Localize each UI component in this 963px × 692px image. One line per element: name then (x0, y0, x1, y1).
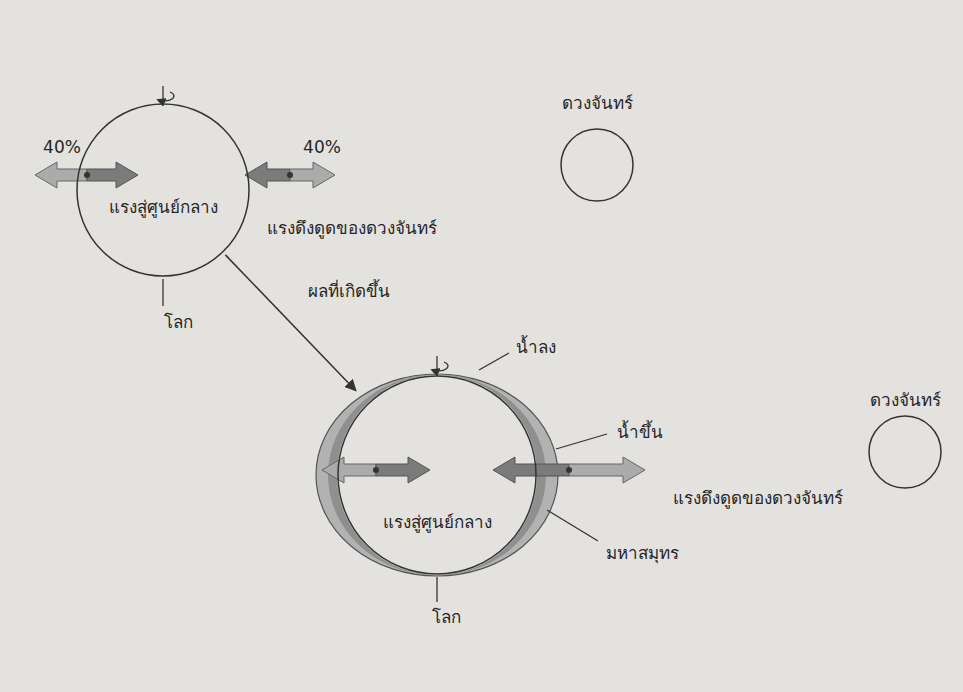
label-holder: น้ำลง (516, 336, 556, 359)
earth-circle: แรงสู่ศูนย์กลาง (337, 375, 537, 575)
label-holder: แรงดึงดูดของดวงจันทร์ (267, 217, 437, 240)
label-holder: มหาสมุทร (606, 542, 679, 565)
force-arrow-outward (569, 457, 645, 483)
label-holder: 40% (43, 136, 81, 159)
force-arrow-outward (35, 162, 87, 188)
moon-label: ดวงจันทร์ (561, 92, 634, 115)
force-label: แรงดึงดูดของดวงจันทร์ (673, 487, 843, 510)
label-holder: โลก (164, 311, 193, 334)
moon-label: ดวงจันทร์ (869, 389, 942, 412)
label-holder: 40% (303, 136, 341, 159)
label-holder: โลก (432, 606, 461, 629)
leader-line (436, 577, 437, 602)
moon-circle-outline (868, 415, 942, 489)
label-holder: น้ำขึ้น (617, 421, 663, 444)
force-arrow-inward (493, 457, 569, 483)
moon-circle-outline (560, 128, 634, 202)
leader-line (547, 510, 598, 541)
earth-circle (338, 376, 536, 574)
force-dot (373, 467, 379, 473)
force-arrow-inward (87, 162, 138, 188)
moon-circle (561, 129, 633, 201)
force-label: แรงสู่ศูนย์กลาง (382, 511, 493, 534)
connector-label-holder: ผลที่เกิดขึ้น (306, 279, 392, 302)
leader-line (479, 353, 509, 370)
force-label: แรงสู่ศูนย์กลาง (108, 196, 219, 219)
force-dot (566, 467, 572, 473)
rotation-symbol (158, 92, 174, 101)
low-tide-label: น้ำลง (516, 336, 556, 359)
force-arrow-outward (322, 457, 376, 483)
force-arrow-outward (290, 162, 335, 188)
label-holder: แรงดึงดูดของดวงจันทร์ (673, 487, 843, 510)
moon-circle: ดวงจันทร์ (866, 389, 945, 489)
earth-label: โลก (164, 311, 193, 334)
earth-circle (77, 104, 249, 276)
force-label: แรงดึงดูดของดวงจันทร์ (267, 217, 437, 240)
result-arrow (225, 255, 356, 391)
force-arrow-inward (245, 162, 290, 188)
moon-circle: ดวงจันทร์ (558, 92, 637, 202)
percent-label: 40% (43, 136, 81, 159)
earth-label: โลก (432, 606, 461, 629)
force-arrow-inward (376, 457, 430, 483)
earth-circle: แรงสู่ศูนย์กลาง (76, 103, 250, 277)
rotation-symbol (432, 362, 448, 371)
percent-label: 40% (303, 136, 341, 159)
high-tide-label: น้ำขึ้น (617, 421, 663, 444)
ocean-label: มหาสมุทร (606, 542, 679, 565)
earth-circle-outline (76, 103, 250, 277)
leader-line (162, 279, 163, 306)
leader-line (556, 434, 607, 449)
force-dot (287, 172, 293, 178)
force-dot (84, 172, 90, 178)
moon-circle (869, 416, 941, 488)
connector-label: ผลที่เกิดขึ้น (306, 279, 392, 302)
earth-circle-outline (337, 375, 537, 575)
